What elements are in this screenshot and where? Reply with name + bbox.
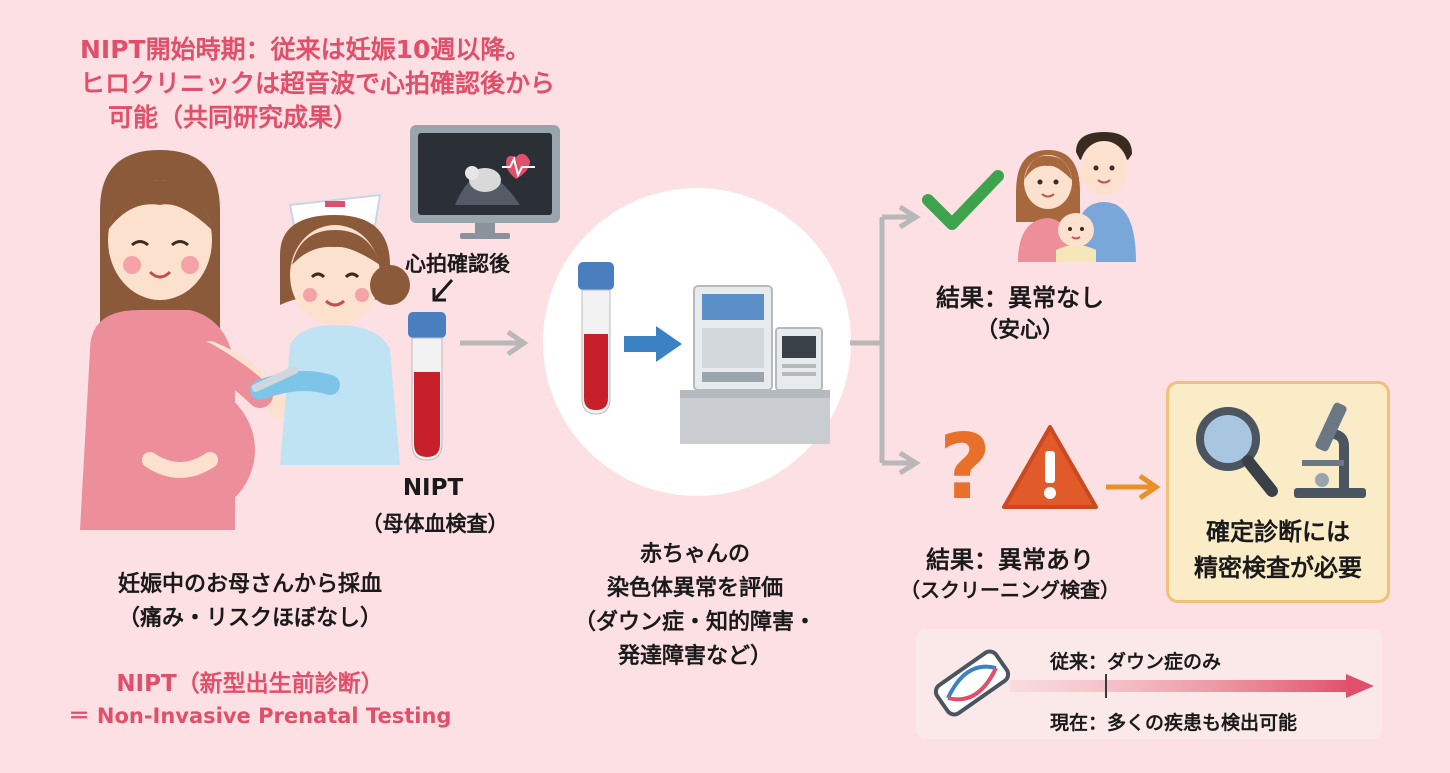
result-abnormal-label: 結果：異常あり: [926, 546, 1094, 574]
result-abnormal-sub: （スクリーニング検査）: [900, 578, 1120, 602]
check-icon: [922, 170, 1004, 230]
timeline-arrow: [1010, 674, 1374, 698]
nipt-title: NIPT: [402, 475, 464, 501]
svg-text:?: ?: [939, 415, 991, 520]
dna-icon: [933, 649, 1011, 717]
blood-draw-risk: （痛み・リスクほぼなし）: [117, 606, 382, 631]
evaluation-line-4: 発達障害など）: [617, 644, 772, 669]
header-line-2: ヒロクリニックは超音波で心拍確認後から: [80, 69, 556, 98]
pointer-arrow-icon: [432, 279, 454, 302]
arrow-orange-icon: [1106, 473, 1161, 501]
evaluation-line-1: 赤ちゃんの: [639, 542, 750, 567]
warning-icon: [1002, 425, 1098, 509]
lab-blood-tube-icon: [578, 262, 614, 415]
timeline-now: 現在：多くの疾患も検出可能: [1050, 712, 1298, 734]
confirm-line-2: 精密検査が必要: [1194, 554, 1362, 582]
arrow-right-icon: [460, 329, 529, 357]
result-normal-sub: （安心）: [975, 318, 1064, 343]
header-line-1: NIPT開始時期：従来は妊娠10週以降。: [80, 35, 531, 64]
nipt-subtitle: （母体血検査）: [361, 512, 509, 536]
blood-draw-caption: 妊娠中のお母さんから採血: [117, 572, 382, 597]
header-line-3: 可能（共同研究成果）: [108, 103, 359, 132]
lab-analyzer-machine: [680, 285, 830, 444]
question-icon: ?: [939, 415, 991, 520]
blood-tube-icon: [408, 312, 446, 461]
nurse-illustration: [250, 193, 410, 465]
evaluation-line-3: （ダウン症・知的障害・: [573, 610, 816, 635]
microscope-icon: [1294, 402, 1366, 498]
timeline-past: 従来：ダウン症のみ: [1050, 651, 1222, 673]
happy-family-illustration: [1016, 132, 1136, 262]
confirm-line-1: 確定診断には: [1206, 518, 1350, 546]
nipt-full-name: ＝ Non-Invasive Prenatal Testing: [68, 704, 452, 728]
magnifier-icon: [1196, 407, 1278, 497]
branch-connector: [850, 204, 921, 476]
analysis-arrow-icon: [624, 326, 682, 362]
ultrasound-monitor: [410, 125, 560, 239]
evaluation-line-2: 染色体異常を評価: [606, 576, 783, 601]
result-normal-label: 結果：異常なし: [936, 284, 1104, 312]
pregnant-mother-illustration: [80, 150, 289, 530]
nipt-definition: NIPT（新型出生前診断）: [116, 671, 384, 697]
heartbeat-label: 心拍確認後: [405, 252, 510, 276]
